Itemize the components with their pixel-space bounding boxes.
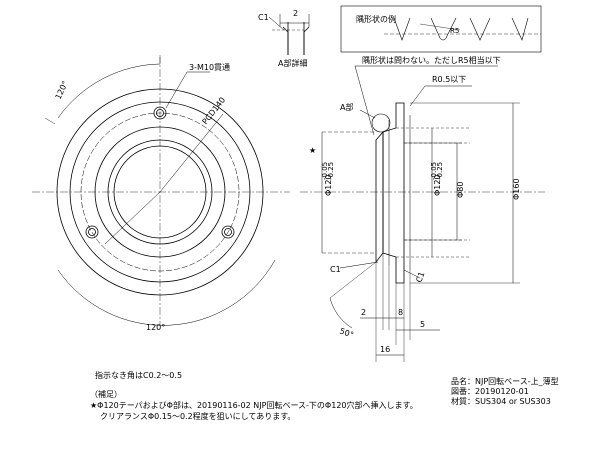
angle-bottom-label: 120° xyxy=(146,323,165,332)
detail-c1-label: C1 xyxy=(258,13,269,22)
dim-2: 2 xyxy=(361,308,366,317)
part-name: 品名：NJP回転ベース-上_薄型 xyxy=(451,377,559,386)
corner-note: 隅形状は問わない。ただしR5相当以下 xyxy=(362,55,501,65)
r-note: R0.5以下 xyxy=(432,75,466,84)
dim-5: 5 xyxy=(420,320,425,329)
front-view xyxy=(32,55,290,326)
star-mark: ★ xyxy=(309,146,316,155)
drawing-number: 図番：20190120-01 xyxy=(451,387,529,396)
tol-a-upper: -0.05 xyxy=(321,162,329,180)
dia-80: Φ80 xyxy=(456,182,465,198)
c1-left-label: C1 xyxy=(330,265,341,274)
tol-a-lower: -0.25 xyxy=(327,162,335,180)
dim-16: 16 xyxy=(380,345,390,354)
corner-example-r5: R5 xyxy=(450,27,459,35)
section-view xyxy=(300,65,545,362)
detail-a xyxy=(268,14,310,55)
dim-8: 8 xyxy=(398,308,403,317)
title-block: 品名：NJP回転ベース-上_薄型 図番：20190120-01 材質：SUS30… xyxy=(451,377,559,407)
material: 材質：SUS304 or SUS303 xyxy=(451,397,551,406)
corner-example-box xyxy=(340,5,542,53)
dia-120-b: Φ120 xyxy=(433,174,442,196)
supplement-line-2: クリアランスΦ0.15～0.2程度を狙いにしてあります。 xyxy=(100,412,296,421)
detail-dim-2: 2 xyxy=(293,9,298,18)
angle-top-label: 120° xyxy=(54,80,70,101)
supplement-title: （補足） xyxy=(90,390,122,399)
angle-50: 50° xyxy=(338,326,354,339)
tol-b-lower: -0.25 xyxy=(436,162,444,180)
tap-note: 3-M10貫通 xyxy=(189,62,230,72)
a-part-label: A部 xyxy=(340,102,353,112)
dia-160: Φ160 xyxy=(512,178,521,200)
supplement-line-1: ★Φ120テーパおよびΦ部は、20190116-02 NJP回転ベース-下のΦ1… xyxy=(90,401,418,410)
notes-block: 指示なき角はC0.2～0.5 （補足） ★Φ120テーパおよびΦ部は、20190… xyxy=(90,370,418,422)
dia-120-a: Φ120 xyxy=(324,174,333,196)
tol-b-upper: -0.05 xyxy=(430,162,438,180)
detail-label: A部詳細 xyxy=(278,58,307,68)
c1-right-label: C1 xyxy=(414,271,426,284)
chamfer-note: 指示なき角はC0.2～0.5 xyxy=(95,371,183,380)
corner-example-title: 隅形状の例 xyxy=(356,14,396,24)
